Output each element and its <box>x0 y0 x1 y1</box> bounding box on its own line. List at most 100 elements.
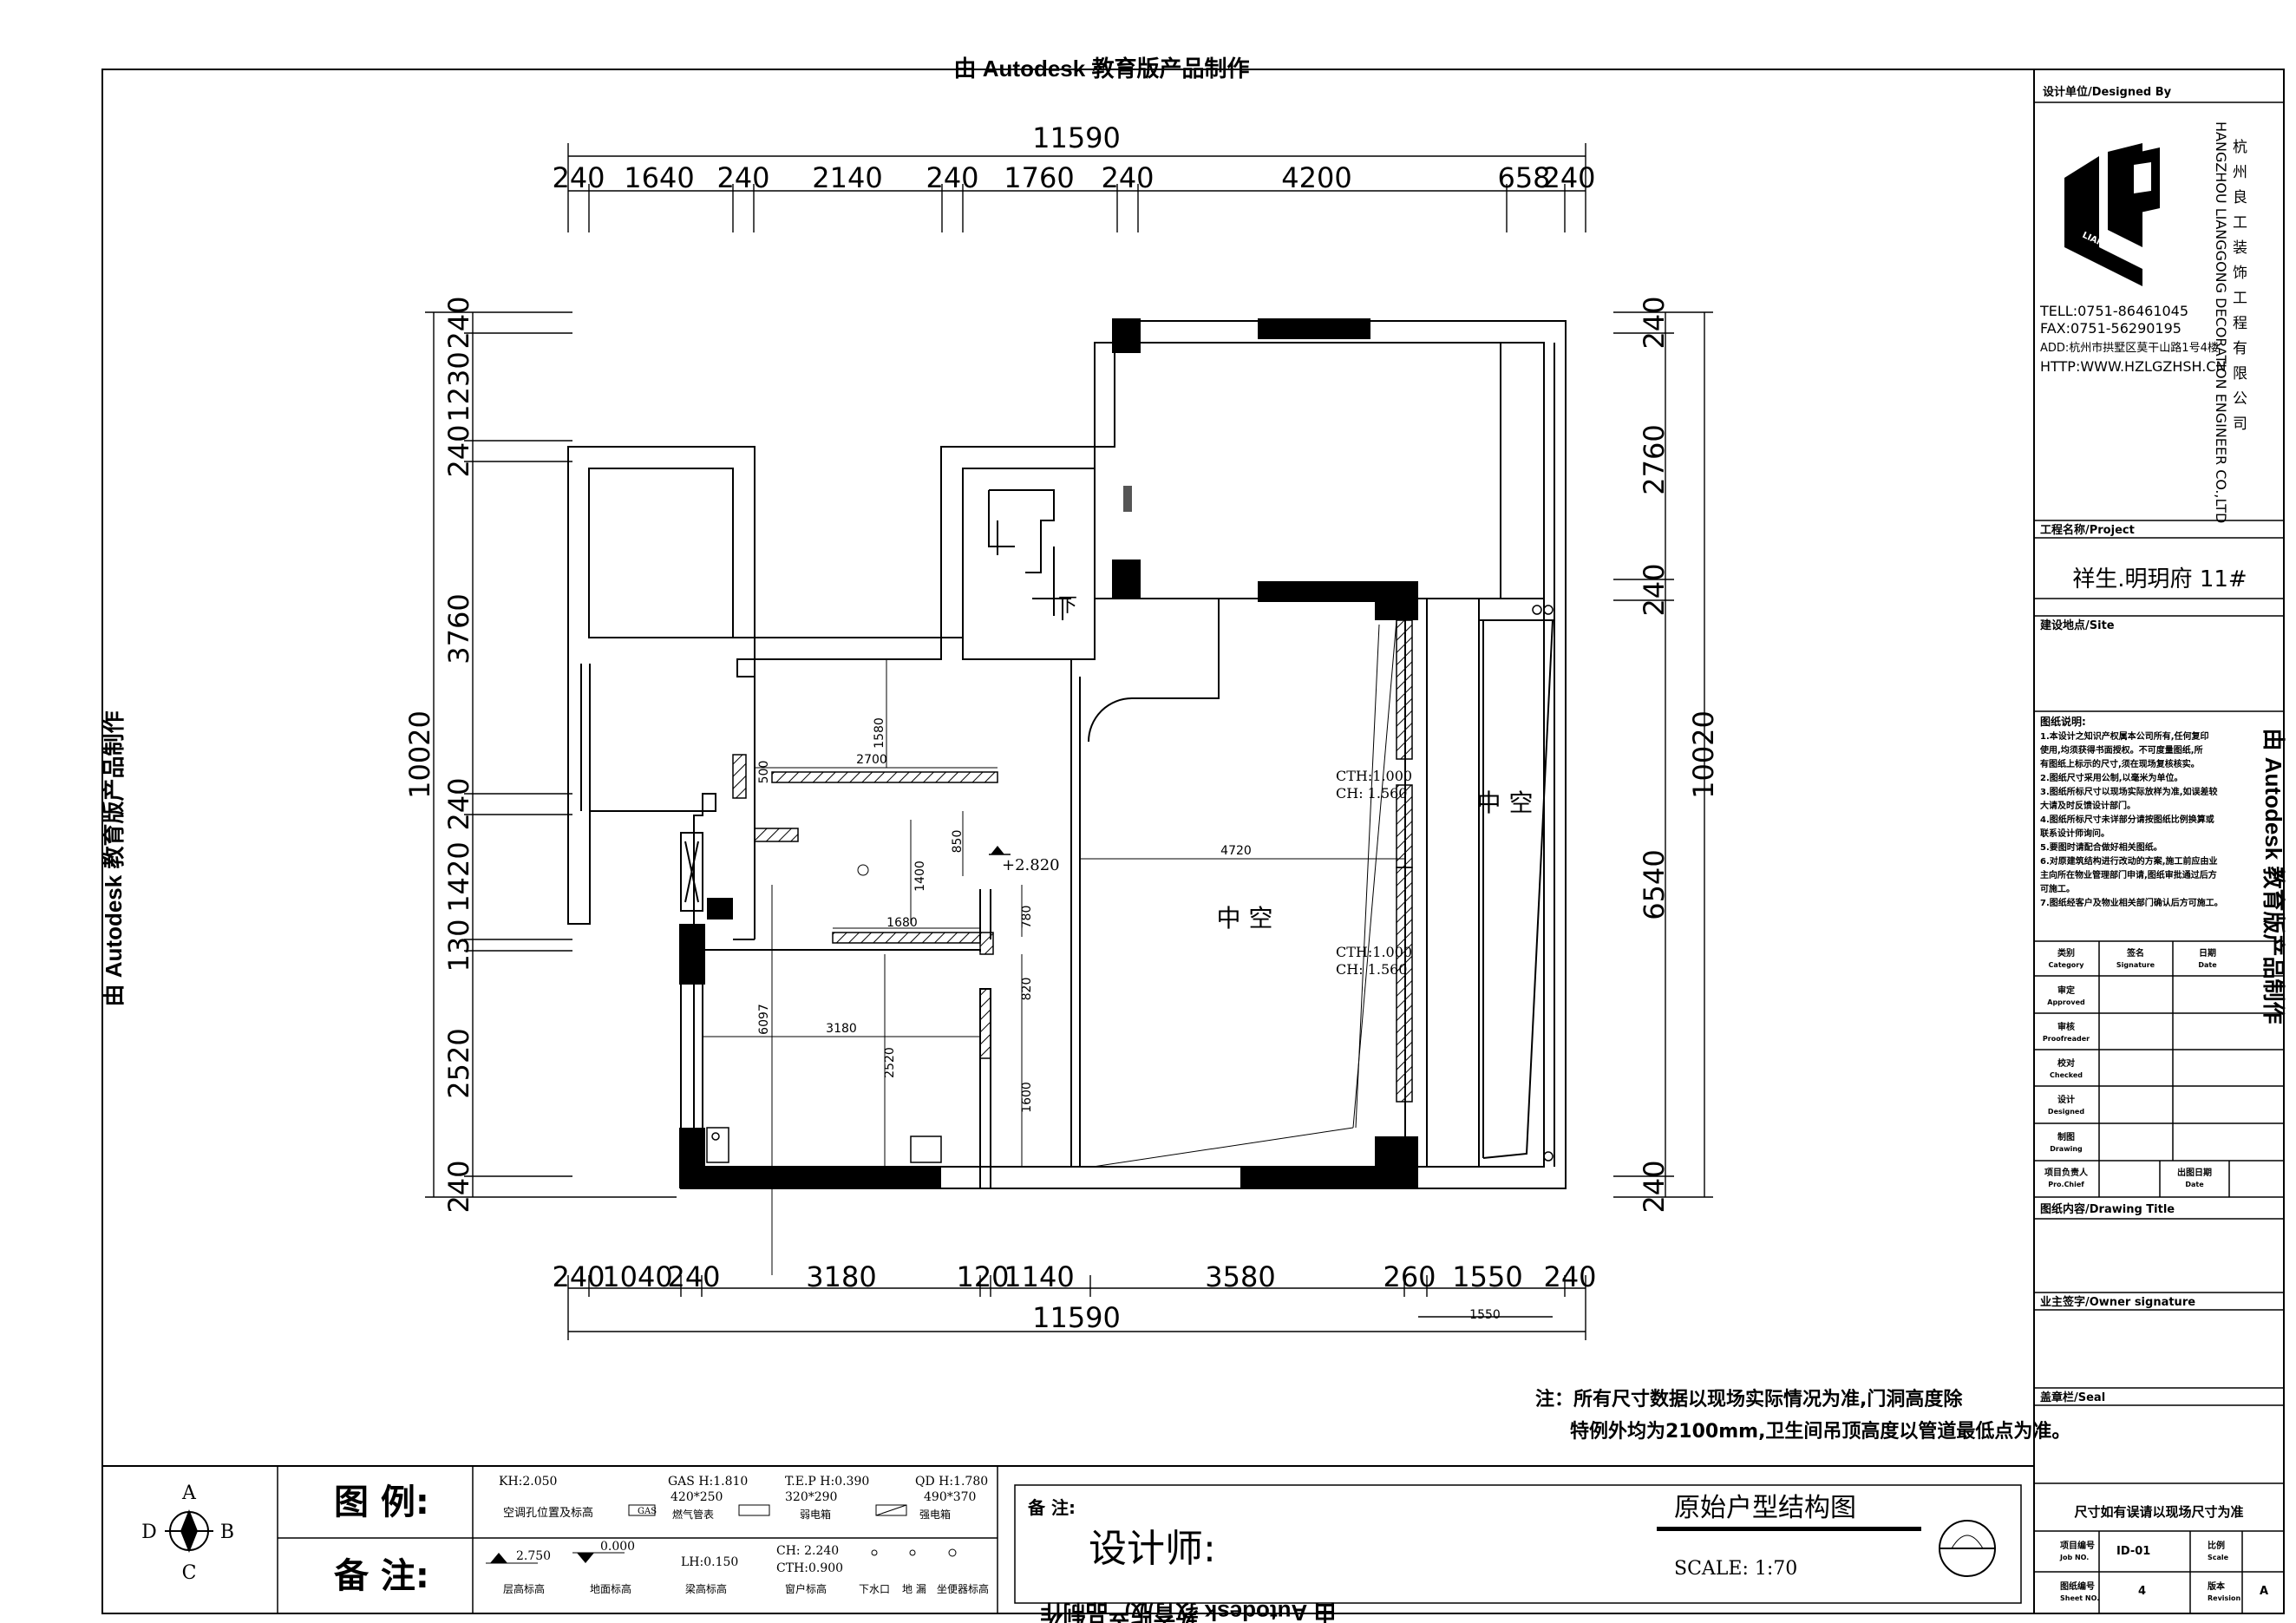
job-no-en: Job NO. <box>2059 1554 2089 1561</box>
job-no-label: 项目编号 <box>2060 1540 2095 1551</box>
explain-line-3: 有图纸上标示的尺寸,须在现场复核核实。 <box>2040 758 2200 769</box>
dim-bottom-2: 1040 <box>602 1260 672 1293</box>
top-dimension-labels: 240 1640 240 2140 240 1760 240 4200 658 … <box>552 161 1595 194</box>
note-line-2: 特例外均为2100mm,卫生间吊顶高度以管道最低点为准。 <box>1570 1420 2070 1443</box>
address: ADD:杭州市拱墅区莫干山路1号4楼 <box>2040 341 2219 355</box>
dim-bottom-1: 240 <box>552 1260 605 1293</box>
legend-qd-desc: 强电箱 <box>919 1508 951 1521</box>
internal-dimension-lines <box>703 619 1405 1275</box>
revision-en: Revision <box>2208 1594 2241 1602</box>
dim-left-6: 1420 <box>442 841 475 912</box>
dim-top-4: 2140 <box>812 161 882 194</box>
owner-signature-label: 业主签字/Owner signature <box>2040 1295 2195 1309</box>
explain-lines: 1.本设计之知识产权属本公司所有,任何复印 使用,均须获得书面授权。不可度量图纸… <box>2039 730 2223 908</box>
col-category-en: Category <box>2049 961 2085 969</box>
dim-left-4: 3760 <box>442 593 475 664</box>
row-proofreader-en: Proofreader <box>2043 1035 2090 1043</box>
legend-tep: T.E.P H:0.390 <box>785 1475 869 1489</box>
void-main-label: 中 空 <box>1217 904 1273 933</box>
company-cn: 杭州良工装饰工程有限公司 <box>2229 139 2247 441</box>
designed-by-label: 设计单位/Designed By <box>2043 85 2172 99</box>
dim-bottom-7: 3580 <box>1205 1260 1275 1293</box>
dim-right-total: 10020 <box>1687 710 1720 799</box>
right-dimension-lines <box>1613 311 1713 1198</box>
signature-table: 类别 Category 签名 Signature 日期 Date 审定 Appr… <box>2043 947 2217 1188</box>
explain-line-4: 2.图纸尺寸采用公制,以毫米为单位。 <box>2040 772 2183 783</box>
revision: A <box>2260 1585 2268 1598</box>
col-category: 类别 <box>2057 947 2075 959</box>
ch-label-2: CH: 1.560 <box>1336 961 1407 978</box>
top-dimension-lines <box>567 143 1586 232</box>
remark-title: 备 注: <box>334 1556 429 1596</box>
bottom-dimension-labels: 240 1040 240 3180 120 1140 3580 260 1550… <box>552 1260 1596 1293</box>
dim-bottom-6: 1140 <box>1004 1260 1074 1293</box>
plan-dimension-labels: 4720 2700 1680 3180 1580 1400 850 780 82… <box>757 717 1252 1113</box>
row-designed: 设计 <box>2057 1094 2075 1105</box>
row-approved: 审定 <box>2057 985 2075 996</box>
legend-qd: QD H:1.780 <box>915 1475 988 1489</box>
website: HTTP:WWW.HZLGZHSH.CN <box>2040 358 2226 375</box>
job-no: ID-01 <box>2116 1545 2150 1558</box>
compass-b: B <box>220 1522 234 1543</box>
designer-label: 设计师: <box>1089 1527 1216 1571</box>
scale-label: SCALE: 1:70 <box>1674 1558 1797 1580</box>
row-checked: 校对 <box>2057 1057 2075 1069</box>
legend-lh: LH:0.150 <box>681 1555 738 1569</box>
legend-window-desc: 窗户标高 <box>785 1582 827 1595</box>
floor-plan-walls <box>567 320 1567 1189</box>
out-date-en: Date <box>2185 1181 2204 1188</box>
dim-left-9: 2520 <box>442 1028 475 1098</box>
dim-top-8: 4200 <box>1281 161 1351 194</box>
titleblock-lines <box>2034 101 2284 1613</box>
col-signature-en: Signature <box>2116 961 2155 969</box>
dim-bottom-5: 120 <box>956 1260 1009 1293</box>
drawing-title-label: 图纸内容/Drawing Title <box>2040 1202 2175 1216</box>
dim-bottom-4: 3180 <box>806 1260 876 1293</box>
cth-label-1: CTH:1.000 <box>1336 768 1412 784</box>
row-checked-en: Checked <box>2050 1071 2083 1079</box>
legend-toilet-desc: 坐便器标高 <box>937 1582 989 1595</box>
explain-line-13: 7.图纸经客户及物业相关部门确认后方可施工。 <box>2040 897 2223 908</box>
col-date-en: Date <box>2198 961 2217 969</box>
legend-kh-desc: 空调孔位置及标高 <box>503 1506 593 1520</box>
dim-top-7: 240 <box>1101 161 1154 194</box>
dim-left-3: 240 <box>442 424 475 477</box>
row-drawing: 制图 <box>2057 1131 2075 1142</box>
row-drawing-en: Drawing <box>2050 1145 2083 1153</box>
dim-1580: 1580 <box>873 717 886 749</box>
dim-780: 780 <box>1020 906 1034 929</box>
legend-gas-desc: 燃气管表 <box>672 1508 714 1521</box>
north-circle-icon <box>1939 1520 1996 1577</box>
dim-2520: 2520 <box>883 1047 897 1078</box>
explain-line-5: 3.图纸所标尺寸以现场实际放样为准,如误差较 <box>2040 786 2218 797</box>
explain-line-8: 联系设计师询问。 <box>2040 828 2110 839</box>
structural-columns <box>679 318 1418 1188</box>
pro-chief: 项目负责人 <box>2044 1167 2089 1178</box>
row-approved-en: Approved <box>2047 998 2085 1006</box>
level-label: +2.820 <box>1002 856 1060 874</box>
explain-label: 图纸说明: <box>2040 715 2086 728</box>
legend-qd-size: 490*370 <box>924 1490 976 1504</box>
dim-right-3: 240 <box>1638 563 1671 616</box>
dim-left-1: 240 <box>442 296 475 349</box>
explain-line-7: 4.图纸所标尺寸未详部分请按图纸比例换算或 <box>2040 814 2214 825</box>
legend-ch: CH: 2.240 <box>776 1544 839 1558</box>
legend-lvl2-desc: 地面标高 <box>590 1582 631 1595</box>
dim-bottom-extra: 1550 <box>1469 1308 1501 1322</box>
dim-left-7: 130 <box>442 919 475 972</box>
legend-drain-desc: 下水口 <box>859 1583 890 1595</box>
dim-right-1: 240 <box>1638 296 1671 349</box>
legend-lvl1-desc: 层高标高 <box>503 1582 545 1595</box>
pro-chief-en: Pro.Chief <box>2048 1181 2084 1188</box>
legend-tep-size: 320*290 <box>785 1490 837 1504</box>
dim-top-2: 1640 <box>624 161 694 194</box>
bottom-dimension-lines <box>567 1275 1586 1340</box>
void-right-label: 中 空 <box>1477 789 1534 817</box>
explain-line-10: 6.对原建筑结构进行改动的方案,施工前应由业 <box>2040 855 2218 867</box>
dim-500: 500 <box>757 761 771 784</box>
explain-line-11: 主向所在物业管理部门申请,图纸审批通过后方 <box>2040 869 2217 880</box>
dim-left-5: 240 <box>442 777 475 830</box>
dim-right-2: 2760 <box>1638 424 1671 494</box>
dim-right-5: 240 <box>1638 1160 1671 1213</box>
compass: A D B C <box>141 1482 234 1584</box>
